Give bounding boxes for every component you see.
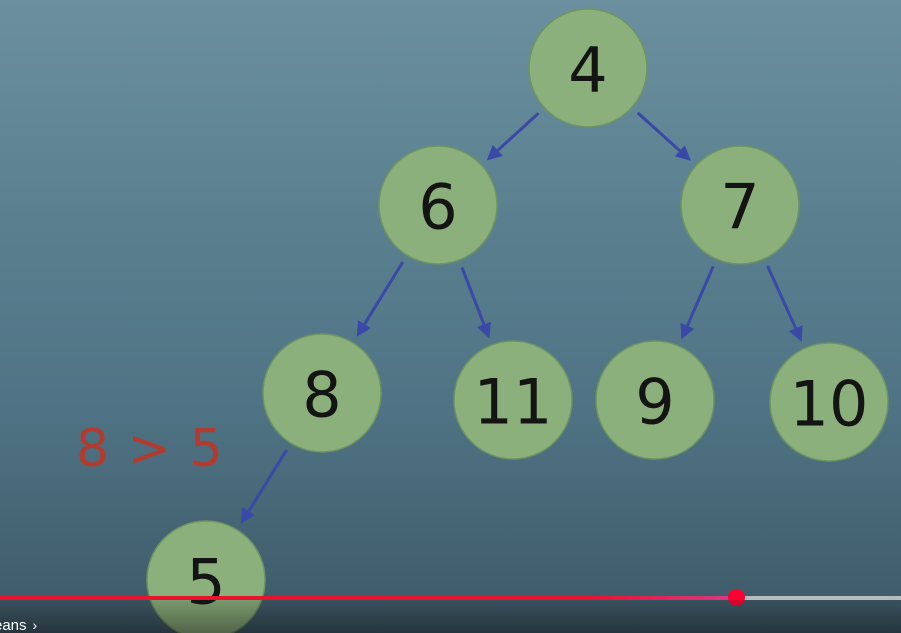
edge-arrow-n6-n8 <box>356 261 405 337</box>
edge-arrow-n7-n9 <box>680 265 715 340</box>
node-circle <box>378 145 498 265</box>
tree-node-8: 8 <box>262 333 382 453</box>
edges-layer <box>240 111 803 524</box>
node-label: 9 <box>635 366 674 439</box>
node-label: 4 <box>568 34 607 107</box>
node-circle <box>769 342 889 462</box>
tree-node-10: 10 <box>769 342 889 462</box>
node-circle <box>595 340 715 460</box>
edge-arrow-n4-n6 <box>486 112 540 161</box>
edge-arrow-n8-n5 <box>240 449 288 524</box>
tree-node-5: 5 <box>146 520 266 633</box>
node-label: 5 <box>186 546 225 619</box>
tree-node-9: 9 <box>595 340 715 460</box>
node-label: 7 <box>720 171 759 244</box>
node-circle <box>528 8 648 128</box>
edge-arrow-n4-n7 <box>636 111 691 161</box>
comparison-text: 8 > 5 <box>76 419 224 479</box>
tree-node-11: 11 <box>453 340 573 460</box>
progress-scrubber-handle[interactable] <box>728 589 746 606</box>
chevron-right-icon: › <box>32 617 38 633</box>
node-label: 11 <box>474 366 553 439</box>
nodes-layer: 4 6 7 8 11 9 10 5 <box>146 8 889 633</box>
chapter-title: eans <box>0 617 27 633</box>
tree-node-6: 6 <box>378 145 498 265</box>
node-label: 10 <box>790 368 869 441</box>
tree-node-7: 7 <box>680 145 800 265</box>
node-circle <box>146 520 266 633</box>
edge-arrow-n6-n11 <box>460 266 491 339</box>
progress-bar[interactable] <box>0 589 901 606</box>
chapter-button[interactable]: eans › <box>0 617 37 633</box>
node-circle <box>453 340 573 460</box>
node-label: 6 <box>418 171 457 244</box>
edge-arrow-n7-n10 <box>766 265 803 342</box>
tree-node-4: 4 <box>528 8 648 128</box>
node-circle <box>680 145 800 265</box>
node-label: 8 <box>302 359 341 432</box>
chapter-row: eans › <box>0 600 901 633</box>
node-circle <box>262 333 382 453</box>
progress-played <box>0 596 737 600</box>
